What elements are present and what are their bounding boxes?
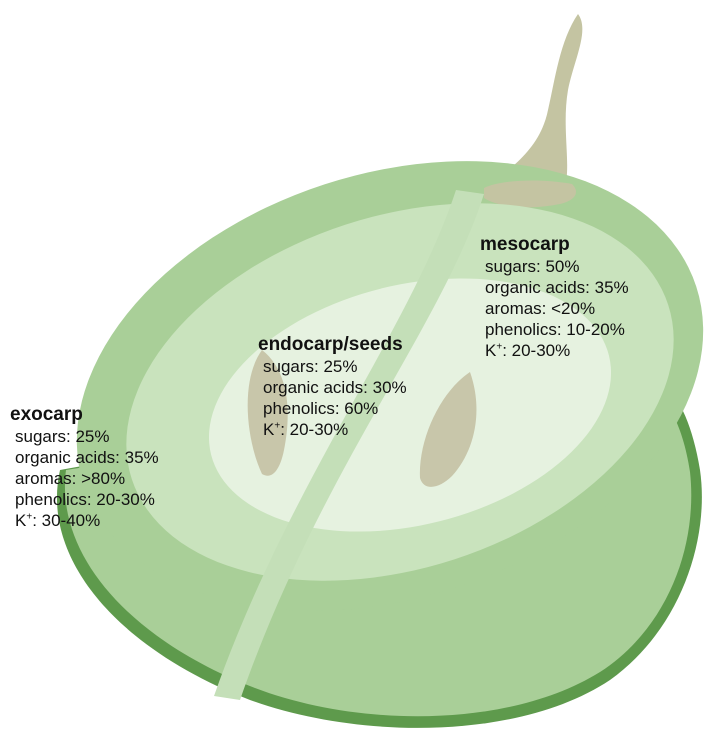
exocarp-potassium: K+: 30-40% <box>10 510 159 531</box>
exocarp-phenolics: phenolics: 20-30% <box>10 489 159 510</box>
endocarp-potassium: K+: 20-30% <box>258 419 407 440</box>
mesocarp-organic-acids: organic acids: 35% <box>480 277 629 298</box>
stem <box>488 14 582 186</box>
endocarp-title: endocarp/seeds <box>258 334 407 356</box>
mesocarp-title: mesocarp <box>480 234 629 256</box>
mesocarp-phenolics: phenolics: 10-20% <box>480 319 629 340</box>
exocarp-title: exocarp <box>10 404 159 426</box>
endocarp-sugars: sugars: 25% <box>258 356 407 377</box>
mesocarp-sugars: sugars: 50% <box>480 256 629 277</box>
endocarp-organic-acids: organic acids: 30% <box>258 377 407 398</box>
stem-base <box>484 181 576 208</box>
exocarp-sugars: sugars: 25% <box>10 426 159 447</box>
exocarp-organic-acids: organic acids: 35% <box>10 447 159 468</box>
endocarp-label-group: endocarp/seeds sugars: 25% organic acids… <box>258 334 407 440</box>
exocarp-label-group: exocarp sugars: 25% organic acids: 35% a… <box>10 404 159 531</box>
endocarp-phenolics: phenolics: 60% <box>258 398 407 419</box>
exocarp-aromas: aromas: >80% <box>10 468 159 489</box>
mesocarp-aromas: aromas: <20% <box>480 298 629 319</box>
mesocarp-potassium: K+: 20-30% <box>480 340 629 361</box>
mesocarp-label-group: mesocarp sugars: 50% organic acids: 35% … <box>480 234 629 361</box>
